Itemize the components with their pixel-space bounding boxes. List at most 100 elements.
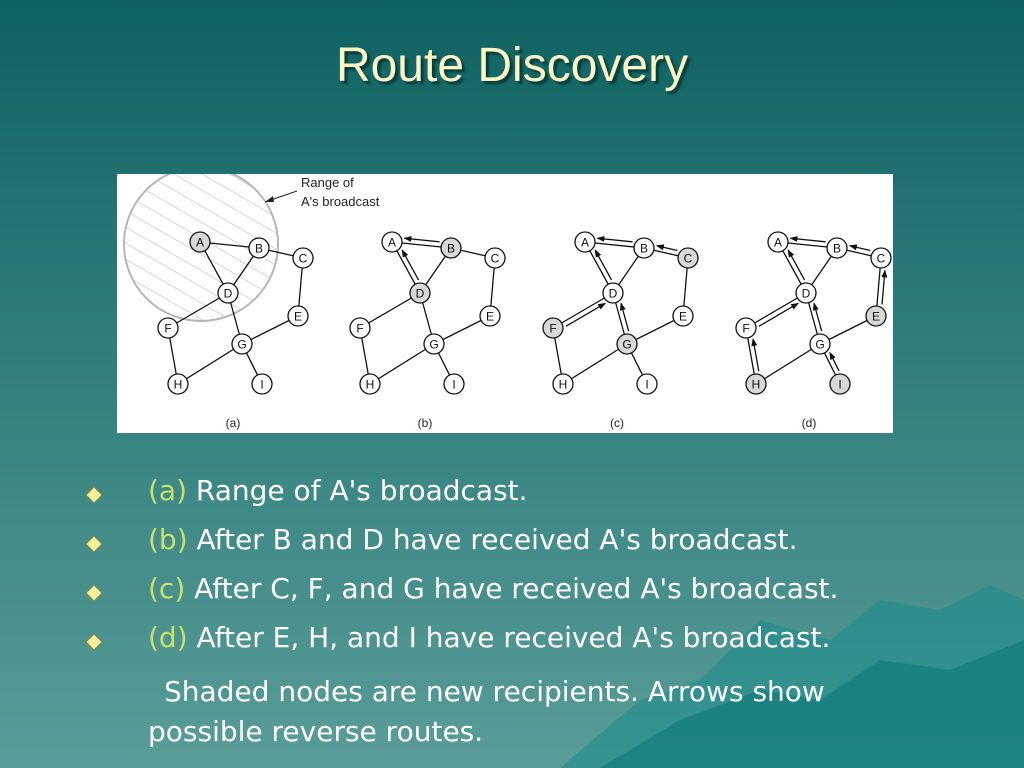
node-F: F <box>735 317 757 339</box>
node-label: E <box>486 310 494 324</box>
bullet-tag: (d) <box>148 621 188 654</box>
node-label: G <box>622 338 631 352</box>
node-label: A <box>581 236 589 250</box>
node-label: G <box>237 338 246 352</box>
explanation-note: Shaded nodes are new recipients. Arrows … <box>148 672 1008 752</box>
node-label: H <box>366 378 375 392</box>
node-A: A <box>381 231 403 253</box>
link-D-F <box>167 292 229 329</box>
diamond-bullet-icon <box>85 633 103 651</box>
reverse-route-B-A <box>596 235 633 243</box>
node-I: I <box>636 373 658 395</box>
panel-label: (d) <box>802 416 817 430</box>
node-D: D <box>409 282 431 304</box>
bullet-item-d: (d) After E, H, and I have received A's … <box>85 619 1015 668</box>
node-I: I <box>829 373 851 395</box>
bullet-list: (a) Range of A's broadcast. (b) After B … <box>85 472 1015 668</box>
bullet-tag: (b) <box>148 523 188 556</box>
reverse-route-B-A <box>789 235 826 243</box>
node-label: B <box>255 242 263 256</box>
reverse-route-C-B <box>848 244 871 252</box>
link-G-H <box>369 343 435 385</box>
node-E: E <box>479 305 501 327</box>
node-B: B <box>633 237 655 259</box>
node-E: E <box>672 305 694 327</box>
node-C: C <box>484 247 506 269</box>
node-E: E <box>287 305 309 327</box>
node-label: E <box>872 310 880 324</box>
node-label: B <box>833 242 841 256</box>
node-label: A <box>774 236 782 250</box>
node-label: I <box>260 378 263 392</box>
panel-label: (c) <box>610 416 624 430</box>
node-label: F <box>549 322 556 336</box>
bullet-tag: (c) <box>148 572 186 605</box>
callout-line-2: A's broadcast <box>301 194 380 209</box>
link-D-F <box>745 292 807 329</box>
bullet-tag: (a) <box>148 474 188 507</box>
node-label: H <box>559 378 568 392</box>
node-A: A <box>767 231 789 253</box>
node-label: D <box>416 287 425 301</box>
diamond-bullet-icon <box>85 486 103 504</box>
slide-title: Route Discovery <box>335 39 689 92</box>
node-label: C <box>877 252 886 266</box>
node-label: B <box>640 242 648 256</box>
node-A: A <box>189 231 211 253</box>
node-label: I <box>838 378 841 392</box>
reverse-route-G-D <box>619 302 630 332</box>
node-H: H <box>167 373 189 395</box>
node-D: D <box>217 282 239 304</box>
reverse-route-H-F <box>751 337 760 372</box>
network-panel-c: A B C D E F G H I (c) <box>542 231 699 430</box>
node-B: B <box>248 237 270 259</box>
callout-line-1: Range of <box>301 175 354 190</box>
node-label: G <box>429 338 438 352</box>
bullet-text: After C, F, and G have received A's broa… <box>185 572 839 605</box>
node-label: I <box>452 378 455 392</box>
bullet-item-c: (c) After C, F, and G have received A's … <box>85 570 1015 619</box>
node-label: C <box>684 252 693 266</box>
reverse-route-D-A <box>594 249 613 281</box>
node-I: I <box>251 373 273 395</box>
node-label: I <box>645 378 648 392</box>
note-line-2: possible reverse routes. <box>148 715 484 748</box>
node-G: G <box>809 333 831 355</box>
node-F: F <box>542 317 564 339</box>
node-H: H <box>745 373 767 395</box>
network-panel-d: A B C D E F G H I (d) <box>735 231 892 430</box>
node-G: G <box>423 333 445 355</box>
node-label: H <box>752 378 761 392</box>
bullet-item-b: (b) After B and D have received A's broa… <box>85 521 1015 570</box>
node-label: D <box>609 287 618 301</box>
reverse-route-E-C <box>881 269 888 305</box>
node-label: A <box>196 236 204 250</box>
link-D-F <box>552 292 614 329</box>
bullet-item-a: (a) Range of A's broadcast. <box>85 472 1015 521</box>
node-D: D <box>795 282 817 304</box>
node-A: A <box>574 231 596 253</box>
node-label: G <box>815 338 824 352</box>
link-G-H <box>177 343 243 385</box>
reverse-route-F-D <box>565 302 607 327</box>
reverse-route-B-A <box>403 235 440 243</box>
node-C: C <box>292 247 314 269</box>
bullet-text: After B and D have received A's broadcas… <box>187 523 798 556</box>
node-I: I <box>443 373 465 395</box>
node-B: B <box>826 237 848 259</box>
reverse-route-C-B <box>655 244 678 252</box>
node-D: D <box>602 282 624 304</box>
reverse-route-D-A <box>401 249 420 281</box>
reverse-route-F-D <box>758 302 800 327</box>
panel-label: (a) <box>226 416 241 430</box>
node-B: B <box>440 237 462 259</box>
node-label: D <box>802 287 811 301</box>
node-label: C <box>299 252 308 266</box>
node-F: F <box>349 317 371 339</box>
bullet-text: Range of A's broadcast. <box>187 474 528 507</box>
node-label: E <box>294 310 302 324</box>
